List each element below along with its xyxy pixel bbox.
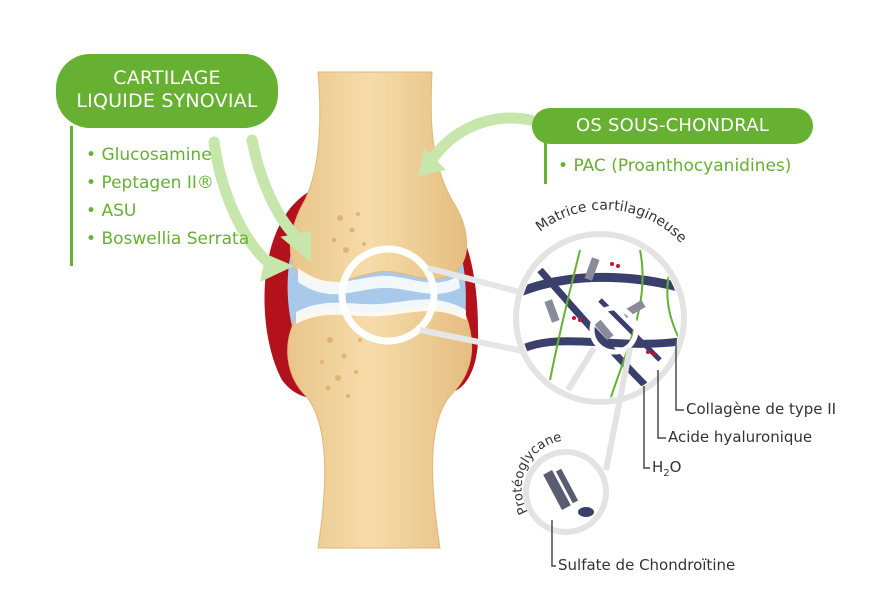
bone-pores: [320, 212, 366, 398]
list-item: Boswellia Serrata: [86, 225, 249, 253]
leader-lines: [551, 340, 684, 567]
left-list-bar: [70, 126, 73, 266]
pill-left-line2: LIQUIDE SYNOVIAL: [76, 90, 258, 112]
list-item: ASU: [86, 197, 249, 225]
label-water: H2O: [652, 458, 682, 479]
arrow-left-1-head: [280, 231, 311, 263]
label-collagen: Collagène de type II: [686, 400, 837, 418]
arrow-left-2-head: [260, 254, 294, 282]
label-hyaluronic: Acide hyaluronique: [668, 428, 813, 446]
list-item: Glucosamine: [86, 141, 249, 169]
list-item: Peptagen II®: [86, 169, 249, 197]
arrow-right-head: [418, 148, 446, 176]
arrow-left-1: [246, 134, 306, 246]
femur-bone: [290, 71, 468, 285]
pill-left-line1: CARTILAGE: [113, 67, 221, 89]
cartilage-upper: [298, 268, 460, 295]
pill-right-title: OS SOUS-CHONDRAL: [576, 115, 769, 136]
proteoglycan-glyph: [543, 468, 594, 517]
right-supplement-list: PAC (Proanthocyanidines): [558, 152, 791, 180]
magnifier-matrix: [513, 231, 687, 405]
label-chondroitin: Sulfate de Chondroïtine: [558, 556, 736, 574]
magnifier-proteoglycan: [523, 449, 609, 535]
list-item: PAC (Proanthocyanidines): [558, 152, 791, 180]
magnifier-joint: [338, 245, 438, 345]
subchondral-bone-pill: OS SOUS-CHONDRAL: [532, 108, 813, 144]
cartilage-synovial-pill: CARTILAGE LIQUIDE SYNOVIAL: [56, 54, 278, 128]
right-list-bar: [544, 142, 547, 184]
left-supplement-list: Glucosamine Peptagen II® ASU Boswellia S…: [86, 141, 249, 253]
cartilage-lower: [296, 299, 466, 324]
